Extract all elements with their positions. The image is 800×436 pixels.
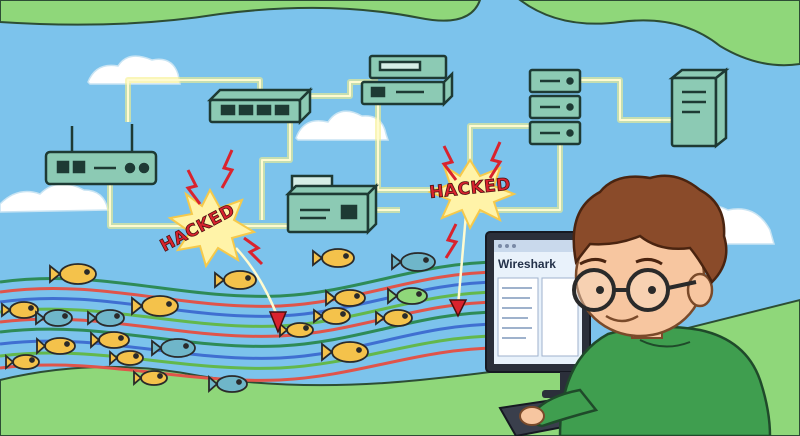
fish-icon bbox=[391, 252, 436, 272]
fish-icon bbox=[387, 287, 428, 305]
fish-icon bbox=[109, 350, 144, 366]
fish-icon bbox=[5, 354, 40, 370]
fish-icon bbox=[1, 301, 39, 319]
router-icon bbox=[44, 124, 158, 186]
fish-icon bbox=[321, 341, 369, 363]
fish-icon bbox=[325, 289, 366, 307]
hoodie bbox=[558, 325, 772, 436]
lightning-bolt-icon bbox=[441, 145, 458, 181]
fish-packets bbox=[1, 248, 436, 393]
explosion-burst bbox=[167, 187, 257, 269]
network-device-icon bbox=[284, 174, 380, 236]
hand bbox=[519, 406, 545, 426]
lightning-bolt-icon bbox=[488, 141, 503, 179]
explosion-burst bbox=[427, 158, 517, 231]
fish-icon bbox=[279, 322, 314, 338]
fish-icon bbox=[87, 309, 125, 327]
fish-icon bbox=[36, 337, 76, 355]
fish-icon bbox=[131, 295, 179, 317]
fish-icon bbox=[313, 307, 351, 325]
lightning-bolt-icon bbox=[220, 149, 235, 189]
fish-icon bbox=[312, 248, 355, 268]
hair bbox=[572, 174, 728, 285]
fish-icon bbox=[49, 263, 97, 285]
tap-point bbox=[268, 311, 288, 335]
monitor: Wireshark bbox=[485, 231, 592, 398]
hacker-character bbox=[519, 174, 772, 436]
cloud bbox=[295, 110, 390, 141]
fish-icon bbox=[214, 270, 257, 290]
fish-icon bbox=[35, 309, 73, 327]
switch-icon bbox=[206, 86, 314, 126]
fish-icon bbox=[133, 370, 168, 386]
lightning-bolt-icon bbox=[185, 169, 202, 205]
top-right-hill bbox=[518, 0, 800, 67]
fish-icon bbox=[208, 375, 248, 393]
fish-icon bbox=[151, 338, 196, 358]
wireshark-title: Wireshark bbox=[498, 257, 556, 271]
lightning-bolt-icon bbox=[243, 236, 264, 266]
glasses-icon bbox=[572, 268, 697, 312]
tap-point bbox=[448, 299, 468, 318]
fish-icon bbox=[375, 309, 413, 327]
fish-icon bbox=[90, 331, 130, 349]
tap-lines bbox=[235, 213, 468, 319]
server-rack-icon bbox=[528, 68, 582, 146]
desktop-tower-icon bbox=[668, 67, 730, 149]
lightning-bolt-icon bbox=[444, 223, 459, 259]
top-hill bbox=[0, 0, 482, 26]
server-icon bbox=[360, 54, 454, 108]
